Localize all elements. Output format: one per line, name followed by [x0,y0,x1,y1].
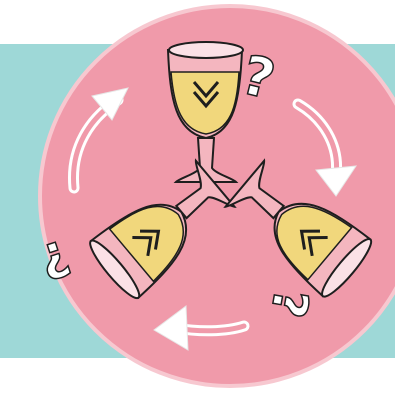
wine-rotation-illustration: ? ¿ ? [0,0,395,394]
